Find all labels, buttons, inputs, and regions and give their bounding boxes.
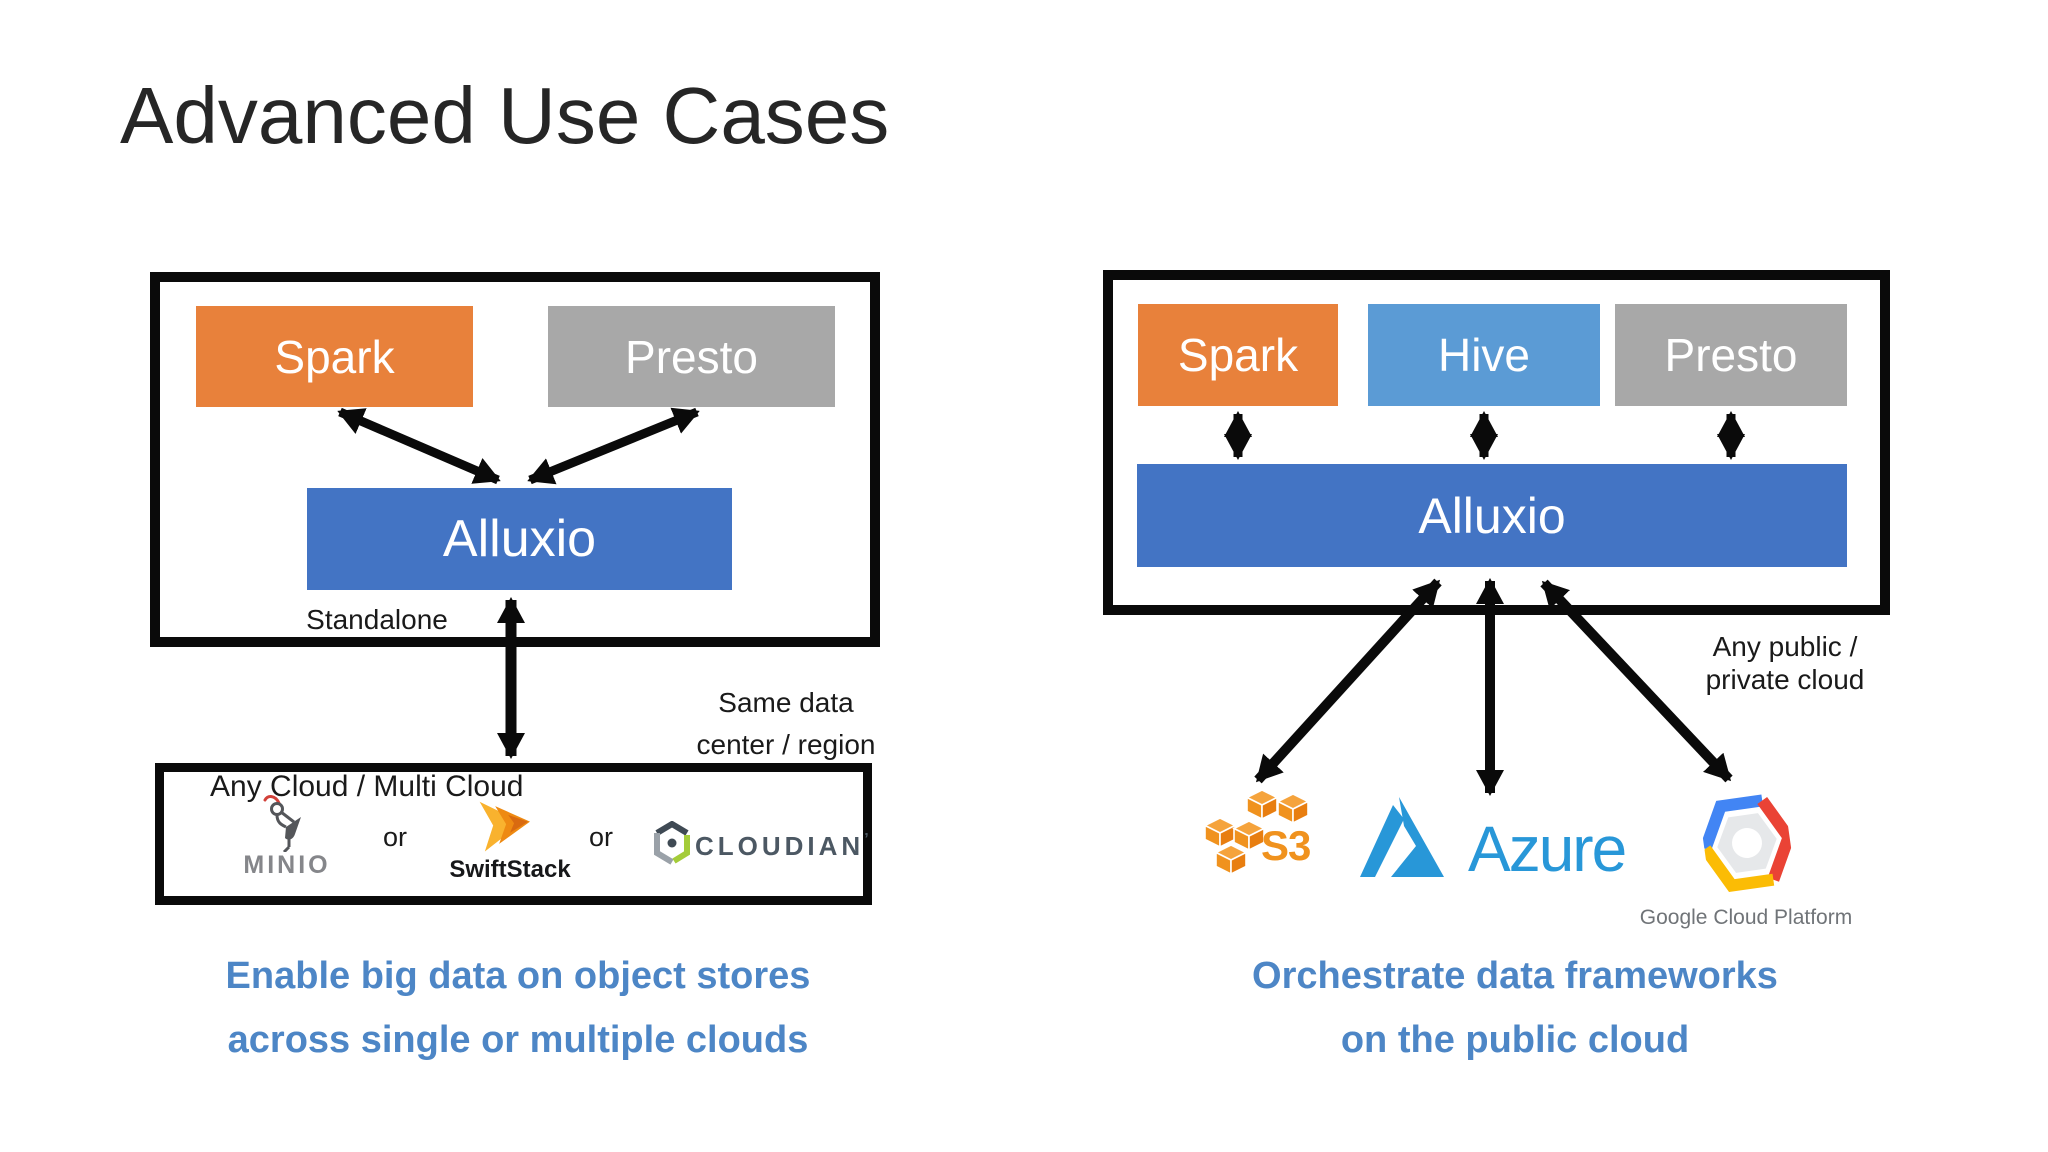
cloudian-trademark: ’ <box>864 831 873 848</box>
cloudian-icon <box>654 821 690 865</box>
right-presto-box: Presto <box>1615 304 1847 406</box>
swiftstack-icon <box>479 801 530 852</box>
s3-wordmark: S3 <box>1261 822 1311 869</box>
any-public-note: Any public / private cloud <box>1665 630 1905 696</box>
same-data-note-line2: center / region <box>696 729 876 760</box>
minio-icon <box>263 795 301 852</box>
left-spark-box: Spark <box>196 306 473 407</box>
cloudian-wordmark: CLOUDIAN’ <box>695 831 873 862</box>
page-title: Advanced Use Cases <box>120 71 890 160</box>
same-data-note-line1: Same data <box>718 687 854 718</box>
left-presto-box: Presto <box>548 306 835 407</box>
right-spark-label: Spark <box>1177 329 1299 381</box>
or-separator-2: or <box>588 822 613 852</box>
gcp-wordmark: Google Cloud Platform <box>1639 906 1853 929</box>
swiftstack-wordmark: SwiftStack <box>449 856 571 883</box>
azure-wordmark: Azure <box>1468 813 1627 885</box>
right-hive-box: Hive <box>1368 304 1600 406</box>
right-caption-line1: Orchestrate data frameworks <box>1252 955 1778 997</box>
any-public-note-line1: Any public / <box>1712 631 1858 662</box>
cloudian-wordmark-text: CLOUDIAN <box>695 831 865 861</box>
right-caption: Orchestrate data frameworks on the publi… <box>1155 944 1875 1072</box>
any-public-note-line2: private cloud <box>1705 664 1865 695</box>
right-presto-label: Presto <box>1664 329 1798 381</box>
any-cloud-label: Any Cloud / Multi Cloud <box>210 770 524 803</box>
right-caption-line2: on the public cloud <box>1340 1019 1690 1061</box>
left-caption: Enable big data on object stores across … <box>158 944 878 1072</box>
left-caption-line1: Enable big data on object stores <box>225 955 811 997</box>
any-cloud-box <box>155 763 872 905</box>
left-spark-label: Spark <box>274 330 395 383</box>
left-caption-line2: across single or multiple clouds <box>227 1019 809 1061</box>
standalone-label: Standalone <box>306 604 448 635</box>
minio-wordmark: MINIO <box>243 851 331 879</box>
same-data-note: Same data center / region <box>646 682 926 766</box>
right-alluxio-label: Alluxio <box>1418 487 1566 544</box>
left-alluxio-box: Alluxio <box>307 488 732 590</box>
azure-icon <box>1360 797 1444 877</box>
right-hive-label: Hive <box>1437 329 1531 381</box>
aws-s3-icon <box>1203 789 1310 876</box>
right-spark-box: Spark <box>1138 304 1338 406</box>
right-alluxio-box: Alluxio <box>1137 464 1847 567</box>
gcp-icon <box>1699 794 1796 892</box>
or-separator-1: or <box>382 822 407 852</box>
left-presto-label: Presto <box>625 330 758 383</box>
left-alluxio-label: Alluxio <box>442 510 597 568</box>
